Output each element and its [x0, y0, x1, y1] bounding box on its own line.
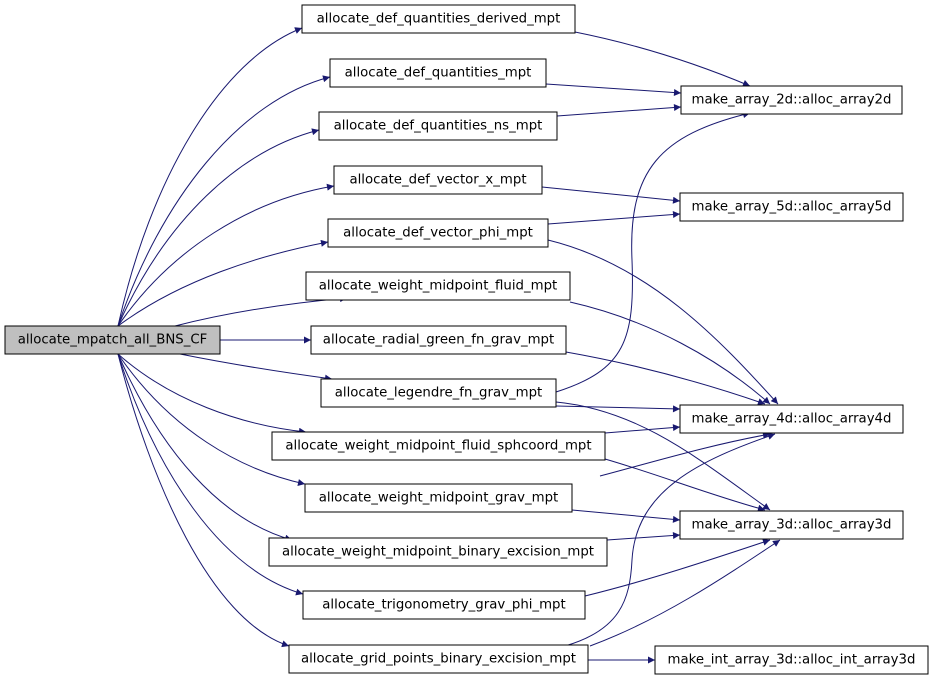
- edge-root-wm-fluid: [174, 295, 348, 327]
- svg-text:allocate_weight_midpoint_binar: allocate_weight_midpoint_binary_excision…: [282, 545, 594, 560]
- edges-layer: [117, 27, 781, 664]
- svg-text:allocate_def_quantities_mpt: allocate_def_quantities_mpt: [345, 66, 532, 81]
- edge-quantities-ns-array2d: [556, 104, 682, 117]
- edge-root-grid-points: [117, 353, 290, 648]
- svg-text:allocate_mpatch_all_BNS_CF: allocate_mpatch_all_BNS_CF: [18, 333, 208, 348]
- node-derived[interactable]: allocate_def_quantities_derived_mpt: [301, 4, 576, 34]
- node-vector-x[interactable]: allocate_def_vector_x_mpt: [333, 165, 543, 195]
- edge-root-vector-phi: [117, 239, 329, 327]
- edge-grid-points-array4d: [564, 432, 776, 647]
- edge-root-wm-fluid-sph: [117, 353, 307, 435]
- node-array2d[interactable]: make_array_2d::alloc_array2d: [680, 85, 903, 115]
- edge-root-wm-binary: [117, 353, 293, 542]
- svg-text:make_array_3d::alloc_array3d: make_array_3d::alloc_array3d: [692, 518, 892, 533]
- node-trig[interactable]: allocate_trigonometry_grav_phi_mpt: [302, 590, 586, 620]
- svg-text:allocate_def_vector_phi_mpt: allocate_def_vector_phi_mpt: [343, 226, 533, 241]
- node-array5d[interactable]: make_array_5d::alloc_array5d: [679, 192, 904, 222]
- svg-text:allocate_legendre_fn_grav_mpt: allocate_legendre_fn_grav_mpt: [335, 386, 542, 401]
- svg-text:allocate_weight_midpoint_fluid: allocate_weight_midpoint_fluid_sphcoord_…: [285, 439, 591, 454]
- node-grid-points[interactable]: allocate_grid_points_binary_excision_mpt: [288, 644, 589, 674]
- node-wm-grav[interactable]: allocate_weight_midpoint_grav_mpt: [304, 483, 573, 513]
- svg-text:allocate_weight_midpoint_grav_: allocate_weight_midpoint_grav_mpt: [319, 491, 558, 506]
- edge-vector-phi-array5d: [547, 211, 681, 225]
- node-quantities[interactable]: allocate_def_quantities_mpt: [329, 58, 547, 88]
- edge-root-trig: [117, 353, 304, 596]
- node-vector-phi[interactable]: allocate_def_vector_phi_mpt: [327, 218, 549, 248]
- svg-text:allocate_def_quantities_derive: allocate_def_quantities_derived_mpt: [317, 12, 561, 27]
- node-int-array3d[interactable]: make_int_array_3d::alloc_int_array3d: [654, 645, 929, 675]
- svg-text:allocate_def_vector_x_mpt: allocate_def_vector_x_mpt: [349, 173, 526, 188]
- svg-text:make_array_4d::alloc_array4d: make_array_4d::alloc_array4d: [692, 412, 892, 427]
- edge-wm-fluid-sph-array3d: [604, 458, 766, 512]
- edge-wm-fluid-array4d: [569, 301, 771, 405]
- nodes-layer: allocate_mpatch_all_BNS_CF allocate_def_…: [4, 4, 929, 675]
- edge-legendre-array4d: [555, 405, 681, 413]
- edge-wm-fluid-sph-array4d: [604, 424, 681, 434]
- node-root[interactable]: allocate_mpatch_all_BNS_CF: [4, 325, 221, 355]
- edge-root-vector-x: [117, 183, 335, 327]
- svg-text:allocate_radial_green_fn_grav_: allocate_radial_green_fn_grav_mpt: [323, 333, 554, 348]
- svg-text:make_int_array_3d::alloc_int_a: make_int_array_3d::alloc_int_array3d: [668, 653, 916, 668]
- edge-wm-grav-array4d: [599, 431, 771, 477]
- svg-text:allocate_grid_points_binary_ex: allocate_grid_points_binary_excision_mpt: [301, 652, 576, 667]
- edge-wm-grav-array3d: [571, 509, 681, 523]
- edge-root-quantities-ns: [117, 128, 320, 327]
- node-array3d[interactable]: make_array_3d::alloc_array3d: [679, 510, 904, 540]
- node-wm-fluid[interactable]: allocate_weight_midpoint_fluid_mpt: [305, 271, 571, 301]
- svg-text:allocate_def_quantities_ns_mpt: allocate_def_quantities_ns_mpt: [334, 119, 543, 134]
- node-array4d[interactable]: make_array_4d::alloc_array4d: [679, 404, 904, 434]
- edge-root-legendre: [179, 353, 333, 382]
- svg-text:allocate_trigonometry_grav_phi: allocate_trigonometry_grav_phi_mpt: [322, 598, 565, 613]
- node-wm-binary[interactable]: allocate_weight_midpoint_binary_excision…: [268, 537, 608, 567]
- edge-vector-phi-array4d: [547, 239, 779, 405]
- edge-grid-points-array3d: [589, 539, 781, 647]
- edge-quantities-array2d: [545, 83, 682, 97]
- svg-text:make_array_5d::alloc_array5d: make_array_5d::alloc_array5d: [692, 200, 892, 215]
- edge-radial-green-array4d: [565, 351, 766, 406]
- edge-legendre-array3d: [555, 401, 771, 511]
- edge-wm-binary-array3d: [606, 531, 681, 541]
- edge-trig-array3d: [584, 538, 771, 597]
- edge-root-derived: [117, 27, 303, 327]
- svg-text:allocate_weight_midpoint_fluid: allocate_weight_midpoint_fluid_mpt: [319, 279, 558, 294]
- edge-legendre-array2d: [555, 111, 751, 393]
- node-wm-fluid-sph[interactable]: allocate_weight_midpoint_fluid_sphcoord_…: [271, 431, 606, 461]
- edge-vector-x-array5d: [541, 186, 681, 204]
- node-quantities-ns[interactable]: allocate_def_quantities_ns_mpt: [318, 111, 558, 141]
- edge-derived-array2d: [574, 31, 751, 87]
- node-legendre[interactable]: allocate_legendre_fn_grav_mpt: [320, 378, 557, 408]
- node-radial-green[interactable]: allocate_radial_green_fn_grav_mpt: [310, 325, 567, 355]
- edge-root-wm-grav: [117, 353, 306, 486]
- svg-text:make_array_2d::alloc_array2d: make_array_2d::alloc_array2d: [692, 93, 892, 108]
- edge-root-quantities: [117, 75, 331, 327]
